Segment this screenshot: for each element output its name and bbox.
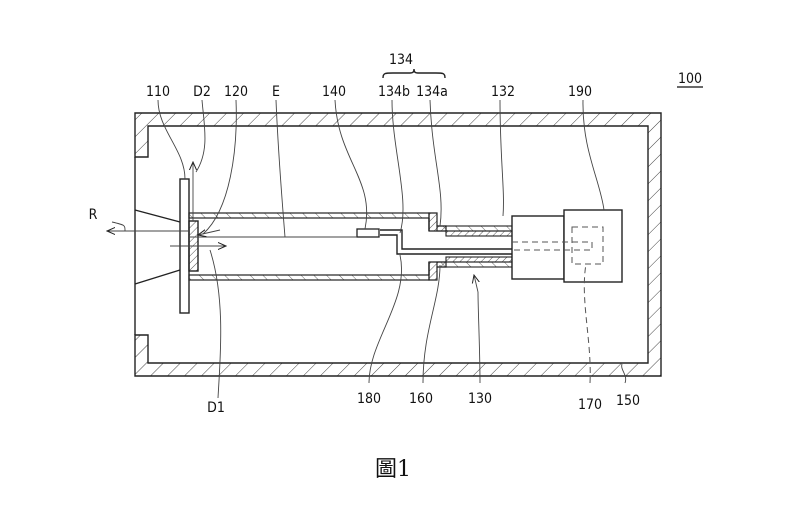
label-132: 132 bbox=[491, 84, 515, 100]
sleeve-160 bbox=[436, 256, 513, 268]
leader-170 bbox=[583, 263, 591, 384]
label-E: E bbox=[272, 84, 280, 100]
label-150: 150 bbox=[616, 393, 640, 409]
source-140 bbox=[356, 228, 380, 238]
label-R: R bbox=[89, 207, 98, 223]
leader-lines bbox=[111, 99, 627, 399]
label-180: 180 bbox=[357, 391, 381, 407]
arrow-130 bbox=[474, 275, 478, 293]
label-134: 134 bbox=[389, 52, 413, 68]
label-160: 160 bbox=[409, 391, 433, 407]
label-190: 190 bbox=[568, 84, 592, 100]
unit-190 bbox=[563, 209, 623, 283]
connector-132 bbox=[511, 215, 565, 280]
figure-caption: 圖1 bbox=[375, 457, 411, 482]
brace-134 bbox=[382, 68, 446, 79]
label-D2: D2 bbox=[193, 84, 211, 100]
sleeve-134a bbox=[436, 225, 513, 237]
tube-130 bbox=[188, 212, 447, 281]
hidden-170 bbox=[512, 226, 604, 265]
label-170: 170 bbox=[578, 397, 602, 413]
label-140: 140 bbox=[322, 84, 346, 100]
label-120: 120 bbox=[224, 84, 248, 100]
label-134b: 134b bbox=[378, 84, 410, 100]
fiber-134b bbox=[380, 229, 512, 255]
label-110: 110 bbox=[146, 84, 170, 100]
housing-150 bbox=[134, 112, 662, 377]
arrow-into-120 bbox=[198, 230, 221, 235]
label-134a: 134a bbox=[416, 84, 448, 100]
label-100: 100 bbox=[678, 71, 702, 87]
label-D1: D1 bbox=[207, 400, 225, 416]
label-130: 130 bbox=[468, 391, 492, 407]
horn-cone bbox=[134, 209, 181, 285]
